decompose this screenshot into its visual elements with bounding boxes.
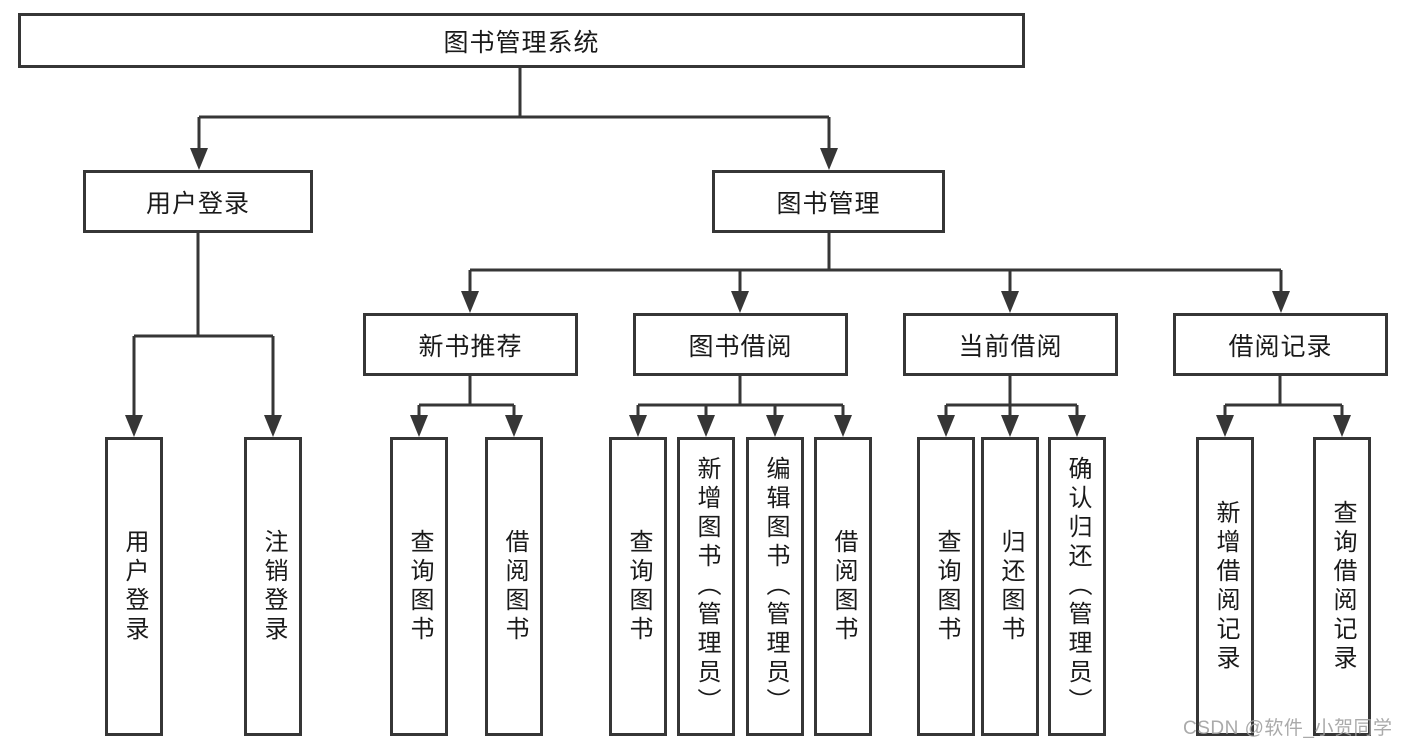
node-current-borrow-label: 当前借阅 bbox=[958, 332, 1063, 361]
leaf-borrow-query-book: 查询图书 bbox=[609, 437, 667, 736]
leaf-add-borrow-record: 新增借阅记录 bbox=[1196, 437, 1254, 736]
leaf-add-borrow-record-label: 新增借阅记录 bbox=[1212, 499, 1239, 674]
node-new-book-recommend: 新书推荐 bbox=[363, 313, 578, 376]
leaf-recommend-query-book-label: 查询图书 bbox=[406, 528, 433, 645]
leaf-query-borrow-record-label: 查询借阅记录 bbox=[1329, 499, 1356, 674]
node-borrow-record-label: 借阅记录 bbox=[1228, 332, 1333, 361]
node-borrow-record: 借阅记录 bbox=[1173, 313, 1388, 376]
leaf-query-borrow-record: 查询借阅记录 bbox=[1313, 437, 1371, 736]
leaf-edit-book-admin: 编辑图书（管理员） bbox=[746, 437, 804, 736]
leaf-borrow-query-book-label: 查询图书 bbox=[625, 528, 652, 645]
leaf-user-login: 用户登录 bbox=[105, 437, 163, 736]
leaf-confirm-return-admin-label: 确认归还（管理员） bbox=[1064, 456, 1091, 717]
leaf-user-login-label: 用户登录 bbox=[121, 528, 148, 645]
node-root-label: 图书管理系统 bbox=[443, 28, 600, 57]
node-user-login-label: 用户登录 bbox=[145, 189, 250, 218]
leaf-return-book-label: 归还图书 bbox=[997, 528, 1024, 645]
node-root: 图书管理系统 bbox=[18, 13, 1025, 68]
leaf-recommend-borrow-book: 借阅图书 bbox=[485, 437, 543, 736]
node-book-management: 图书管理 bbox=[712, 170, 945, 233]
node-current-borrow: 当前借阅 bbox=[903, 313, 1118, 376]
leaf-recommend-query-book: 查询图书 bbox=[390, 437, 448, 736]
leaf-borrow-book: 借阅图书 bbox=[814, 437, 872, 736]
leaf-logout-label: 注销登录 bbox=[260, 528, 287, 645]
leaf-add-book-admin-label: 新增图书（管理员） bbox=[693, 456, 720, 717]
leaf-return-book: 归还图书 bbox=[981, 437, 1039, 736]
leaf-borrow-book-label: 借阅图书 bbox=[830, 528, 857, 645]
node-new-book-recommend-label: 新书推荐 bbox=[418, 332, 523, 361]
leaf-current-query-book-label: 查询图书 bbox=[933, 528, 960, 645]
arrowheads bbox=[125, 148, 1351, 437]
leaf-recommend-borrow-book-label: 借阅图书 bbox=[501, 528, 528, 645]
csdn-watermark: CSDN @软件_小贺同学 bbox=[1183, 718, 1393, 739]
leaf-edit-book-admin-label: 编辑图书（管理员） bbox=[762, 456, 789, 717]
leaf-current-query-book: 查询图书 bbox=[917, 437, 975, 736]
leaf-confirm-return-admin: 确认归还（管理员） bbox=[1048, 437, 1106, 736]
leaf-add-book-admin: 新增图书（管理员） bbox=[677, 437, 735, 736]
leaf-logout: 注销登录 bbox=[244, 437, 302, 736]
node-user-login: 用户登录 bbox=[83, 170, 313, 233]
node-book-management-label: 图书管理 bbox=[776, 189, 881, 218]
node-book-borrow-label: 图书借阅 bbox=[688, 332, 793, 361]
node-book-borrow: 图书借阅 bbox=[633, 313, 848, 376]
